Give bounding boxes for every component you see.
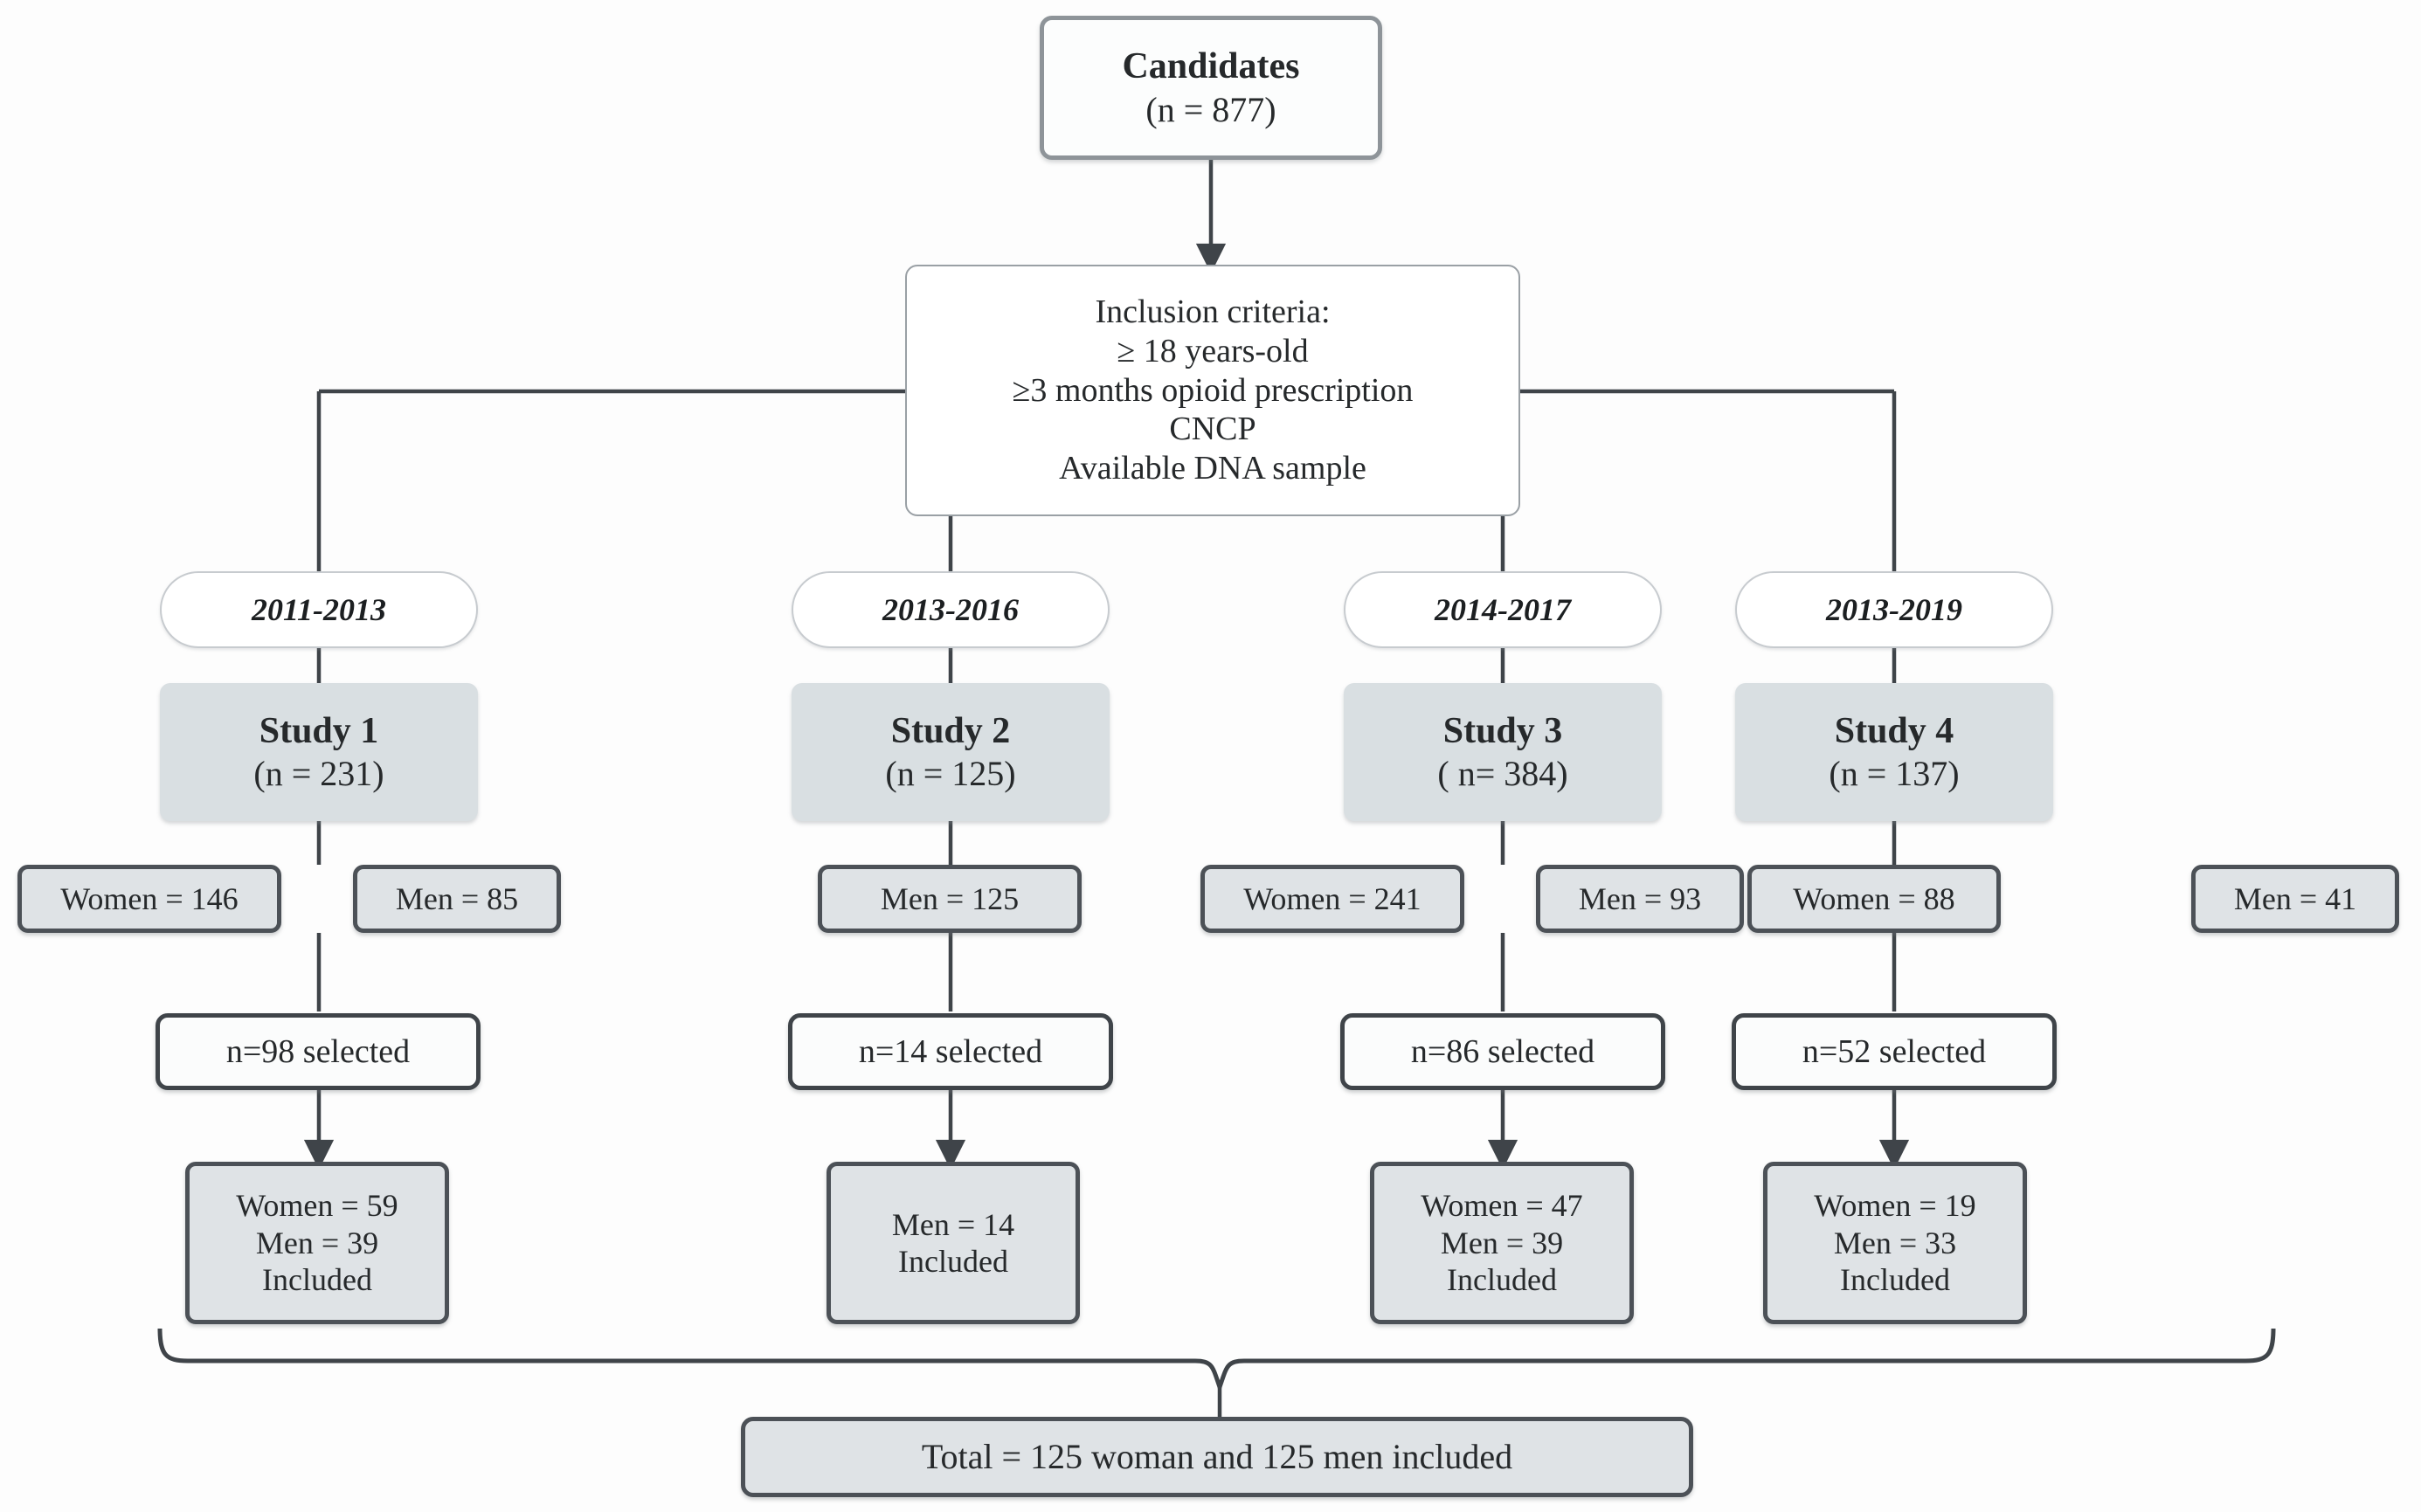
included-line-2: Included bbox=[1447, 1262, 1557, 1298]
included-line-0: Men = 14 bbox=[891, 1206, 1015, 1242]
study-box-4: Study 4 (n = 137) bbox=[1735, 683, 2053, 821]
included-line-1: Men = 39 bbox=[255, 1225, 379, 1260]
chip-study-3-men: Men = 93 bbox=[1536, 865, 1744, 933]
study-count: ( n= 384) bbox=[1437, 754, 1568, 794]
selected-label: n=14 selected bbox=[858, 1032, 1043, 1070]
included-line-1: Included bbox=[898, 1244, 1008, 1279]
included-line-0: Women = 47 bbox=[1421, 1188, 1583, 1224]
total-box: Total = 125 woman and 125 men included bbox=[741, 1417, 1693, 1497]
study-box-3: Study 3 ( n= 384) bbox=[1344, 683, 1662, 821]
included-line-0: Women = 19 bbox=[1814, 1188, 1976, 1224]
inclusion-criteria-item-0: ≥ 18 years-old bbox=[1117, 332, 1309, 369]
study-title: Study 3 bbox=[1442, 710, 1563, 751]
candidates-title: Candidates bbox=[1122, 46, 1300, 87]
included-line-2: Included bbox=[262, 1262, 372, 1298]
included-line-1: Men = 39 bbox=[1440, 1225, 1564, 1260]
inclusion-criteria-item-1: ≥3 months opioid prescription bbox=[1012, 371, 1414, 409]
included-line-0: Women = 59 bbox=[236, 1188, 398, 1224]
study-title: Study 1 bbox=[259, 710, 379, 751]
study-box-2: Study 2 (n = 125) bbox=[792, 683, 1110, 821]
chip-study-1-women: Women = 146 bbox=[17, 865, 281, 933]
year-pill-study-2: 2013-2016 bbox=[792, 571, 1110, 648]
selected-box-study-4: n=52 selected bbox=[1732, 1013, 2057, 1090]
included-box-study-1: Women = 59 Men = 39 Included bbox=[185, 1162, 449, 1324]
selected-label: n=52 selected bbox=[1802, 1032, 1987, 1070]
year-pill-study-1: 2011-2013 bbox=[160, 571, 478, 648]
inclusion-criteria-item-3: Available DNA sample bbox=[1059, 450, 1366, 487]
selected-label: n=86 selected bbox=[1410, 1032, 1595, 1070]
study-title: Study 4 bbox=[1834, 710, 1954, 751]
included-box-study-4: Women = 19 Men = 33 Included bbox=[1763, 1162, 2027, 1324]
chip-study-1-men: Men = 85 bbox=[353, 865, 561, 933]
inclusion-criteria-heading: Inclusion criteria: bbox=[1095, 293, 1331, 330]
study-count: (n = 231) bbox=[253, 754, 384, 794]
selected-box-study-2: n=14 selected bbox=[788, 1013, 1113, 1090]
chip-study-3-women: Women = 241 bbox=[1200, 865, 1464, 933]
included-line-1: Men = 33 bbox=[1833, 1225, 1957, 1260]
included-box-study-2: Men = 14 Included bbox=[827, 1162, 1080, 1324]
study-box-1: Study 1 (n = 231) bbox=[160, 683, 478, 821]
chip-label: Men = 93 bbox=[1578, 880, 1702, 916]
chip-label: Women = 88 bbox=[1793, 880, 1955, 916]
total-label: Total = 125 woman and 125 men included bbox=[921, 1437, 1513, 1477]
chip-study-4-men: Men = 41 bbox=[2191, 865, 2399, 933]
year-pill-study-4: 2013-2019 bbox=[1735, 571, 2053, 648]
inclusion-criteria-box: Inclusion criteria: ≥ 18 years-old ≥3 mo… bbox=[905, 265, 1520, 516]
chip-label: Men = 85 bbox=[395, 880, 519, 916]
study-count: (n = 137) bbox=[1829, 754, 1960, 794]
candidates-box: Candidates (n = 877) bbox=[1040, 16, 1382, 160]
chip-study-4-women: Women = 88 bbox=[1747, 865, 2001, 933]
selected-box-study-3: n=86 selected bbox=[1340, 1013, 1665, 1090]
year-pill-label: 2011-2013 bbox=[251, 591, 386, 627]
year-pill-label: 2013-2016 bbox=[882, 591, 1019, 627]
selected-label: n=98 selected bbox=[225, 1032, 411, 1070]
year-pill-label: 2013-2019 bbox=[1826, 591, 1962, 627]
included-line-2: Included bbox=[1840, 1262, 1950, 1298]
chip-label: Men = 41 bbox=[2233, 880, 2357, 916]
inclusion-criteria-item-2: CNCP bbox=[1169, 411, 1256, 448]
study-title: Study 2 bbox=[890, 710, 1011, 751]
chip-label: Women = 146 bbox=[60, 880, 239, 916]
chip-study-2-men: Men = 125 bbox=[818, 865, 1082, 933]
chip-label: Women = 241 bbox=[1243, 880, 1421, 916]
candidates-count: (n = 877) bbox=[1145, 89, 1276, 129]
selected-box-study-1: n=98 selected bbox=[156, 1013, 481, 1090]
year-pill-label: 2014-2017 bbox=[1435, 591, 1571, 627]
year-pill-study-3: 2014-2017 bbox=[1344, 571, 1662, 648]
included-box-study-3: Women = 47 Men = 39 Included bbox=[1370, 1162, 1634, 1324]
study-count: (n = 125) bbox=[885, 754, 1016, 794]
chip-label: Men = 125 bbox=[880, 880, 1020, 916]
